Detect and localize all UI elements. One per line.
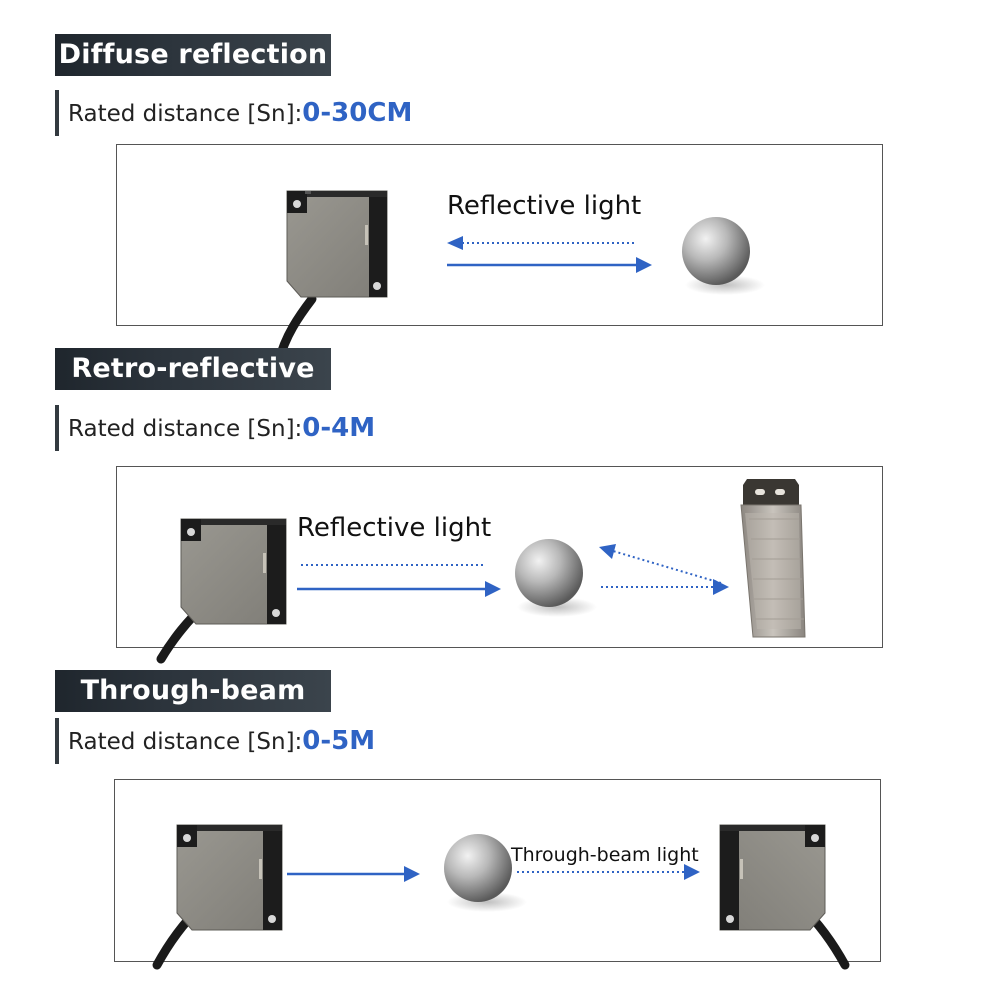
diagram-panel-diffuse: Reflective light <box>116 144 883 366</box>
light-label-diffuse: Reflective light <box>447 191 642 221</box>
light-label-retro: Reflective light <box>297 513 492 543</box>
emitted-light-arrow <box>447 257 652 273</box>
target-object-ball <box>682 217 765 295</box>
photoelectric-sensor-icon <box>156 518 287 664</box>
rated-label: Rated distance [Sn]: <box>68 729 303 755</box>
emitter-sensor-icon <box>152 824 283 970</box>
photoelectric-sensor-icon <box>274 190 388 366</box>
returned-light-arrow <box>599 544 722 584</box>
reflector-icon <box>740 479 806 638</box>
section-title-retro: Retro-reflective <box>55 348 331 390</box>
target-object-ball <box>444 834 527 912</box>
rated-label: Rated distance [Sn]: <box>68 101 303 127</box>
retro-diagram <box>156 479 806 664</box>
emitted-light-arrow <box>287 866 420 882</box>
emitted-light-arrow <box>297 581 501 597</box>
rated-distance-through-beam: Rated distance [Sn]:0-5M <box>55 718 375 764</box>
section-title-through-beam: Through-beam <box>55 670 331 712</box>
rated-distance-diffuse: Rated distance [Sn]:0-30CM <box>55 90 412 136</box>
diagram-panel-retro: Reflective light <box>116 466 883 664</box>
reflective-light-arrow <box>447 236 634 250</box>
diagram-panel-through-beam: Through-beam light <box>114 779 881 970</box>
receiver-sensor-icon <box>719 824 850 970</box>
through-beam-light-arrow <box>517 864 700 880</box>
through-beam-diagram <box>152 824 850 970</box>
target-object-ball <box>515 539 597 617</box>
diffuse-diagram <box>274 190 765 366</box>
rated-value: 0-4M <box>302 413 376 443</box>
section-title-diffuse: Diffuse reflection <box>55 34 331 76</box>
rated-value: 0-30CM <box>302 98 413 128</box>
light-to-reflector-arrow <box>601 579 729 595</box>
rated-value: 0-5M <box>302 726 376 756</box>
light-label-through-beam: Through-beam light <box>511 844 699 866</box>
rated-distance-retro: Rated distance [Sn]:0-4M <box>55 405 375 451</box>
rated-label: Rated distance [Sn]: <box>68 416 303 442</box>
